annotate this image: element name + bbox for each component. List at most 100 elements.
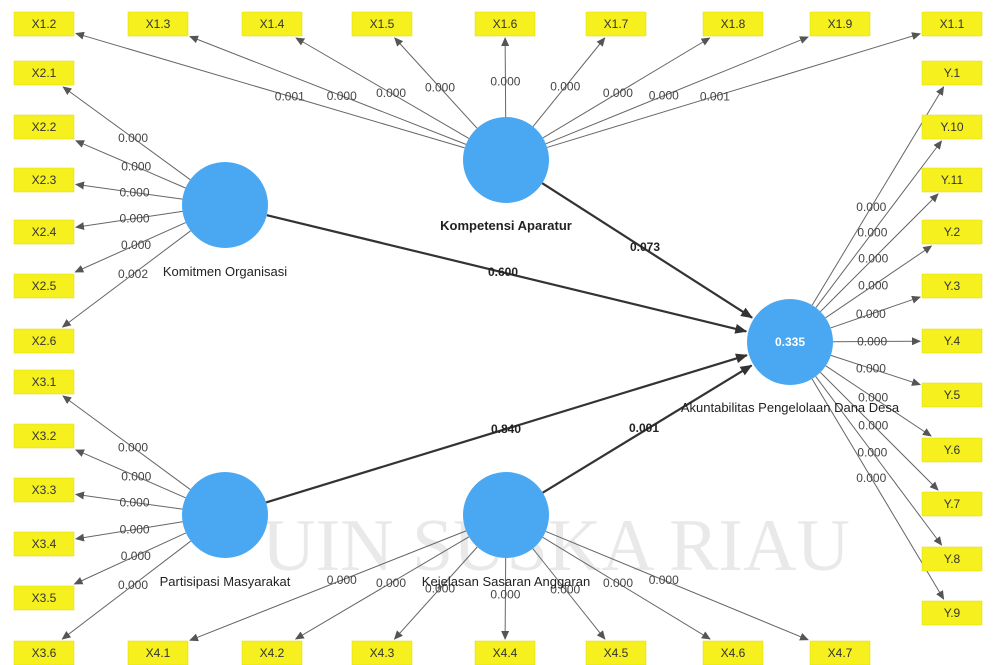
indicator-y-6[interactable]: Y.6 [921, 437, 983, 463]
indicator-x1-8[interactable]: X1.8 [702, 11, 764, 37]
indicator-x1-7[interactable]: X1.7 [585, 11, 647, 37]
loading-arrow-x3-2 [75, 449, 186, 499]
indicator-x4-2[interactable]: X4.2 [241, 640, 303, 665]
indicator-box [13, 423, 75, 449]
construct-name-komitmen: Komitmen Organisasi [163, 264, 287, 279]
indicator-x1-6[interactable]: X1.6 [474, 11, 536, 37]
loading-value: 0.000 [550, 582, 580, 596]
indicator-x4-5[interactable]: X4.5 [585, 640, 647, 665]
indicator-x3-1[interactable]: X3.1 [13, 369, 75, 395]
indicator-label: X3.3 [32, 483, 57, 497]
loading-arrow-x2-2 [75, 140, 186, 189]
indicator-x2-1[interactable]: X2.1 [13, 60, 75, 86]
indicator-box [921, 273, 983, 299]
indicator-x4-3[interactable]: X4.3 [351, 640, 413, 665]
indicator-x2-6[interactable]: X2.6 [13, 328, 75, 354]
loading-value: 0.000 [649, 573, 679, 587]
path-coefficient: 0.600 [488, 265, 518, 279]
indicator-box [921, 219, 983, 245]
indicator-label: X4.1 [146, 646, 171, 660]
indicator-x4-7[interactable]: X4.7 [809, 640, 871, 665]
indicator-x2-3[interactable]: X2.3 [13, 167, 75, 193]
indicator-y-10[interactable]: Y.10 [921, 114, 983, 140]
indicator-label: X1.9 [828, 17, 853, 31]
loading-arrow-x1-8 [542, 37, 711, 139]
loading-arrow-x2-5 [74, 222, 186, 273]
indicator-y-8[interactable]: Y.8 [921, 546, 983, 572]
loading-arrow-y-9 [811, 378, 945, 600]
path-coefficient: 0.840 [491, 422, 521, 436]
indicator-box [585, 11, 647, 37]
indicator-y-9[interactable]: Y.9 [921, 600, 983, 626]
construct-partisipasi[interactable] [182, 472, 268, 558]
indicator-x1-1[interactable]: X1.1 [921, 11, 983, 37]
indicator-box [585, 640, 647, 665]
indicator-x1-9[interactable]: X1.9 [809, 11, 871, 37]
indicator-box [127, 11, 189, 37]
indicator-label: X4.7 [828, 646, 853, 660]
construct-kejelasan[interactable] [463, 472, 549, 558]
indicator-x1-3[interactable]: X1.3 [127, 11, 189, 37]
indicator-box [921, 382, 983, 408]
loading-arrow-x4-5 [532, 548, 606, 640]
indicator-y-11[interactable]: Y.11 [921, 167, 983, 193]
loading-value: 0.000 [550, 80, 580, 94]
indicator-x1-4[interactable]: X1.4 [241, 11, 303, 37]
indicator-x1-2[interactable]: X1.2 [13, 11, 75, 37]
loading-arrow-y-1 [811, 86, 945, 306]
loading-arrow-y-2 [825, 245, 933, 319]
indicator-box [13, 114, 75, 140]
indicator-x3-2[interactable]: X3.2 [13, 423, 75, 449]
indicator-x2-5[interactable]: X2.5 [13, 273, 75, 299]
loading-value: 0.000 [120, 211, 150, 225]
loading-value: 0.000 [121, 238, 151, 252]
indicator-box [13, 167, 75, 193]
construct-akuntabilitas[interactable] [747, 299, 833, 385]
indicator-y-3[interactable]: Y.3 [921, 273, 983, 299]
loading-value: 0.000 [857, 226, 887, 240]
indicator-y-4[interactable]: Y.4 [921, 328, 983, 354]
loading-value: 0.000 [121, 549, 151, 563]
indicator-y-2[interactable]: Y.2 [921, 219, 983, 245]
indicator-box [351, 640, 413, 665]
indicator-x3-5[interactable]: X3.5 [13, 585, 75, 611]
indicator-label: X1.7 [604, 17, 629, 31]
indicator-box [921, 11, 983, 37]
indicator-x2-2[interactable]: X2.2 [13, 114, 75, 140]
loading-value: 0.000 [858, 279, 888, 293]
indicator-x3-6[interactable]: X3.6 [13, 640, 75, 665]
indicator-x4-4[interactable]: X4.4 [474, 640, 536, 665]
indicator-y-7[interactable]: Y.7 [921, 491, 983, 517]
indicator-x3-3[interactable]: X3.3 [13, 477, 75, 503]
loading-arrow-x1-5 [394, 37, 478, 129]
indicator-label: X2.4 [32, 225, 57, 239]
construct-kompetensi[interactable] [463, 117, 549, 203]
indicator-x1-5[interactable]: X1.5 [351, 11, 413, 37]
loading-arrow-y-6 [825, 365, 932, 437]
indicator-y-5[interactable]: Y.5 [921, 382, 983, 408]
loading-value: 0.000 [120, 496, 150, 510]
indicator-x4-6[interactable]: X4.6 [702, 640, 764, 665]
path-arrow-partisipasi-to-akuntabilitas [265, 353, 748, 504]
loading-value: 0.002 [118, 267, 148, 281]
loading-arrow-x3-1 [62, 395, 191, 490]
loading-arrow-y-5 [830, 354, 921, 386]
loading-value: 0.000 [857, 445, 887, 459]
loading-arrow-y-4 [832, 337, 921, 346]
indicator-x2-4[interactable]: X2.4 [13, 219, 75, 245]
indicator-x4-1[interactable]: X4.1 [127, 640, 189, 665]
indicator-label: X4.5 [604, 646, 629, 660]
indicator-box [13, 640, 75, 665]
indicator-x3-4[interactable]: X3.4 [13, 531, 75, 557]
indicator-label: Y.2 [944, 225, 961, 239]
indicator-y-1[interactable]: Y.1 [921, 60, 983, 86]
path-coefficient: 0.073 [630, 240, 660, 254]
indicator-box [127, 640, 189, 665]
indicator-label: X3.6 [32, 646, 57, 660]
loading-arrow-x1-7 [532, 37, 606, 127]
indicator-label: X3.5 [32, 591, 57, 605]
construct-komitmen[interactable] [182, 162, 268, 248]
indicator-label: X1.1 [940, 17, 965, 31]
